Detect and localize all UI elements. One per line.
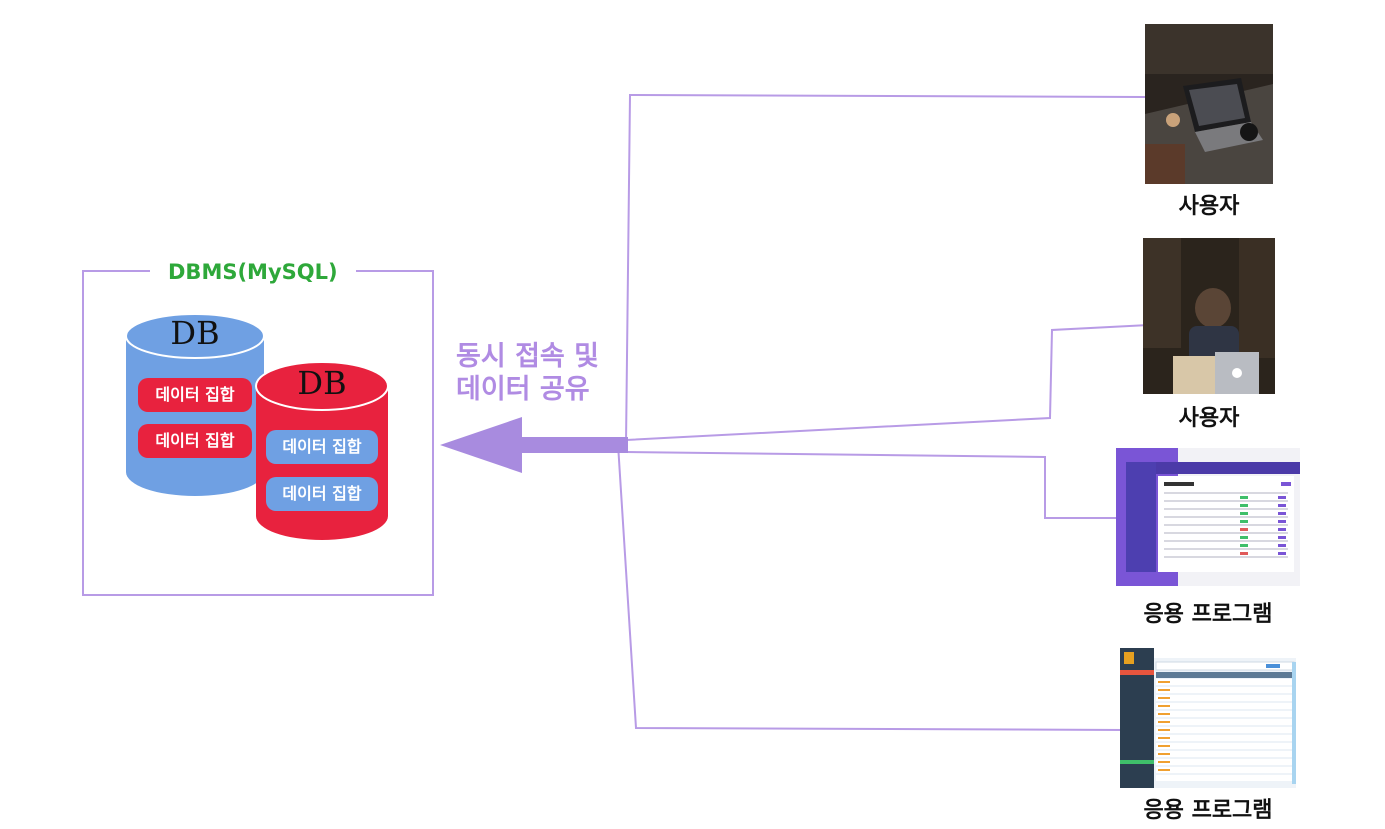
db-label-blue: DB xyxy=(170,314,220,352)
data-set-chip: 데이터 집합 xyxy=(266,430,378,464)
client-caption: 응용 프로그램 xyxy=(1143,798,1273,823)
client-caption: 사용자 xyxy=(1178,194,1240,219)
db-label-red: DB xyxy=(297,364,347,402)
user-photo-macbook xyxy=(1143,238,1275,394)
line-to-app-1 xyxy=(625,451,1120,519)
data-set-chip: 데이터 집합 xyxy=(138,378,252,412)
line-to-user-1 xyxy=(625,93,1149,445)
app-screenshot-table xyxy=(1120,648,1296,788)
arrow-text-line2: 데이터 공유 xyxy=(456,374,590,405)
arrow-text-line1: 동시 접속 및 xyxy=(456,341,599,372)
line-to-user-2 xyxy=(625,324,1149,441)
client-caption: 응용 프로그램 xyxy=(1143,602,1273,627)
data-set-chip: 데이터 집합 xyxy=(138,424,252,458)
app-screenshot-members xyxy=(1116,448,1300,586)
data-set-chip: 데이터 집합 xyxy=(266,477,378,511)
client-caption: 사용자 xyxy=(1178,406,1240,431)
dbms-title: DBMS(MySQL) xyxy=(150,256,356,288)
user-photo-laptop xyxy=(1145,24,1273,184)
line-to-app-2 xyxy=(617,443,1126,731)
arrow-text: 동시 접속 및 데이터 공유 xyxy=(456,340,599,406)
big-arrow xyxy=(440,417,628,473)
